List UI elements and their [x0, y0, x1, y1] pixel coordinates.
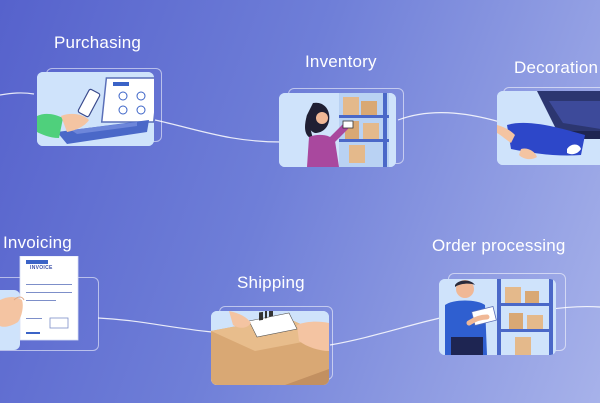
invoice-heading: INVOICE — [30, 265, 53, 271]
connector-left-edge-to-purchasing — [0, 92, 35, 96]
stage-label-invoicing: Invoicing — [3, 233, 72, 252]
stage-label-order-processing: Order processing — [432, 236, 566, 255]
hand-holding-phone-at-laptop-icon — [37, 72, 154, 146]
card-decoration — [497, 91, 600, 165]
card-shipping — [211, 311, 329, 385]
card-purchasing — [37, 72, 154, 146]
hand-holding-invoice-icon — [0, 256, 79, 341]
fabric-under-printer-icon — [497, 91, 600, 165]
stage-label-inventory: Inventory — [305, 52, 377, 71]
connector-purchasing-to-inventory — [154, 119, 283, 143]
man-with-clipboard-at-shelves-icon — [439, 279, 556, 355]
hands-labeling-box-icon — [211, 311, 329, 385]
card-order-processing — [439, 279, 556, 355]
connector-invoicing-to-shipping — [97, 317, 213, 333]
stage-label-decoration: Decoration — [514, 58, 599, 77]
card-invoicing: INVOICE — [0, 256, 80, 344]
stage-label-shipping: Shipping — [237, 273, 305, 292]
connector-inventory-to-decoration — [397, 112, 501, 123]
card-inventory — [279, 93, 396, 167]
stage-label-purchasing: Purchasing — [54, 33, 142, 52]
woman-scanning-warehouse-shelves-icon — [279, 93, 396, 167]
connector-shipping-to-order-processing — [329, 317, 441, 346]
